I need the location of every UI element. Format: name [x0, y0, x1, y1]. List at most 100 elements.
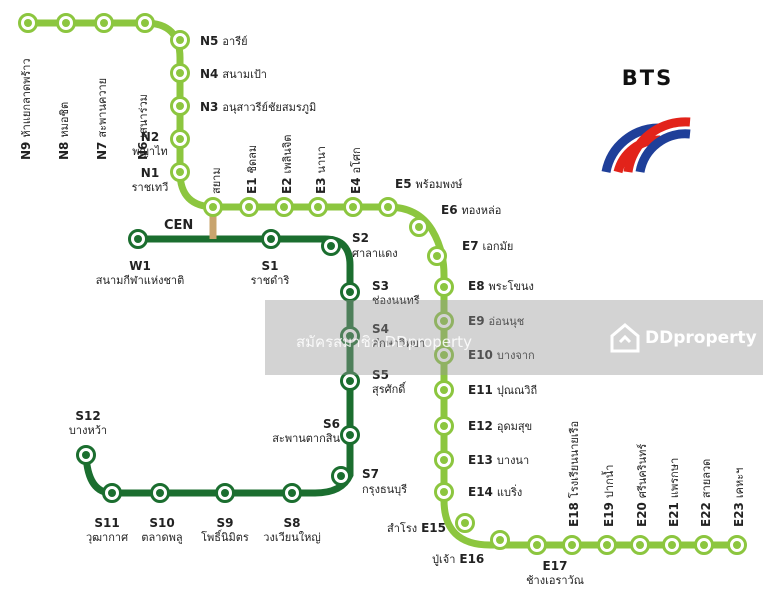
station-e14-core [440, 488, 448, 496]
station-code-s12: S12 [75, 409, 100, 423]
station-code-s7: S7 [362, 467, 379, 481]
station-name-s7: กรุงธนบุรี [362, 483, 407, 496]
station-name-n1: ราชเทวี [132, 181, 169, 194]
station-label-e23: E23เคหะฯ [732, 468, 746, 527]
station-label-e20: E20ศรีนครินทร์ [635, 444, 649, 527]
station-e16-core [496, 536, 504, 544]
station-name-e17: ช้างเอราวัณ [526, 574, 584, 587]
station-label-n6: N6เสนาร่วม [136, 94, 150, 160]
station-name-s5: สุรศักดิ์ [372, 381, 407, 396]
station-w1-core [134, 235, 142, 243]
station-e6-core [415, 223, 423, 231]
station-e8-core [440, 283, 448, 291]
station-e18-core [568, 541, 576, 549]
station-code-s6: S6 [323, 417, 340, 431]
watermark-text: สมัครสมาชิก DDproperty [296, 333, 472, 351]
sukhumvit-line-track [24, 19, 742, 549]
station-s5-core [346, 377, 354, 385]
station-code-s11: S11 [94, 516, 119, 530]
station-n2-core [176, 135, 184, 143]
station-e15-core [461, 519, 469, 527]
station-e12-core [440, 422, 448, 430]
station-e3-core [314, 203, 322, 211]
station-label-e19: E19ปากน้ำ [601, 465, 616, 527]
station-code-w1: W1 [129, 259, 151, 273]
station-s10-core [156, 489, 164, 497]
station-code-s1: S1 [262, 259, 279, 273]
station-name-s3: ช่องนนทรี [372, 294, 420, 307]
station-e2-core [280, 203, 288, 211]
station-name-s9: โพธิ์นิมิตร [201, 529, 249, 544]
bts-logo [601, 117, 691, 174]
station-s1-core [267, 235, 275, 243]
station-code-e17: E17 [543, 559, 568, 573]
station-e9-core [440, 317, 448, 325]
station-e23-core [733, 541, 741, 549]
station-s2-core [327, 242, 335, 250]
station-label-e18: E18โรงเรียนนายเรือ [567, 421, 581, 527]
station-s12-core [82, 451, 90, 459]
station-e17-core [533, 541, 541, 549]
station-code-s9: S9 [217, 516, 234, 530]
station-n7-core [100, 19, 108, 27]
station-name-s10: ตลาดพลู [141, 531, 182, 544]
station-name-s2: ศาลาแดง [352, 247, 398, 260]
station-n5-core [176, 36, 184, 44]
station-e7-core [433, 252, 441, 260]
station-label-e4: E4อโศก [349, 147, 363, 194]
station-s4-core [346, 332, 354, 340]
station-code-s10: S10 [149, 516, 174, 530]
station-label-n9: N9ห้าแยกลาดพร้าว [19, 58, 33, 160]
station-n3-core [176, 102, 184, 110]
station-code-s4: S4 [372, 322, 389, 336]
station-siam-core [209, 203, 217, 211]
station-s6-core [346, 431, 354, 439]
station-e20-core [636, 541, 644, 549]
station-name-s8: วงเวียนใหญ่ [263, 531, 320, 544]
station-n4-core [176, 69, 184, 77]
station-e13-core [440, 456, 448, 464]
station-s3-core [346, 288, 354, 296]
station-label-e22: E22สายลวด [699, 459, 713, 527]
station-n1-core [176, 168, 184, 176]
station-label-n7: N7สะพานควาย [95, 78, 109, 160]
station-name-s1: ราชดำริ [251, 274, 290, 287]
station-label-siam: สยาม [210, 167, 223, 194]
bts-logo-text: BTS [621, 66, 674, 90]
station-label-e1: E1ชิดลม [245, 145, 259, 194]
station-e5-core [384, 203, 392, 211]
station-name-s11: วุฒากาศ [86, 531, 128, 544]
station-label-n8: N8หมอชิต [57, 102, 71, 160]
station-e22-core [700, 541, 708, 549]
silom-line-track [82, 235, 354, 497]
station-s11-core [108, 489, 116, 497]
station-name-n2: พญาไท [132, 145, 168, 158]
station-label-e2: E2เพลินจิต [280, 135, 294, 194]
watermark-brand: DDproperty [645, 328, 757, 348]
station-s7-core [337, 472, 345, 480]
station-s9-core [221, 489, 229, 497]
station-e10-core [440, 351, 448, 359]
station-code-s8: S8 [284, 516, 301, 530]
station-code-n2: N2 [141, 130, 159, 144]
station-code-n1: N1 [141, 166, 159, 180]
station-e4-core [349, 203, 357, 211]
station-code-s2: S2 [352, 231, 369, 245]
station-label-e3: E3นานา [314, 146, 328, 194]
watermark-band [265, 300, 763, 375]
